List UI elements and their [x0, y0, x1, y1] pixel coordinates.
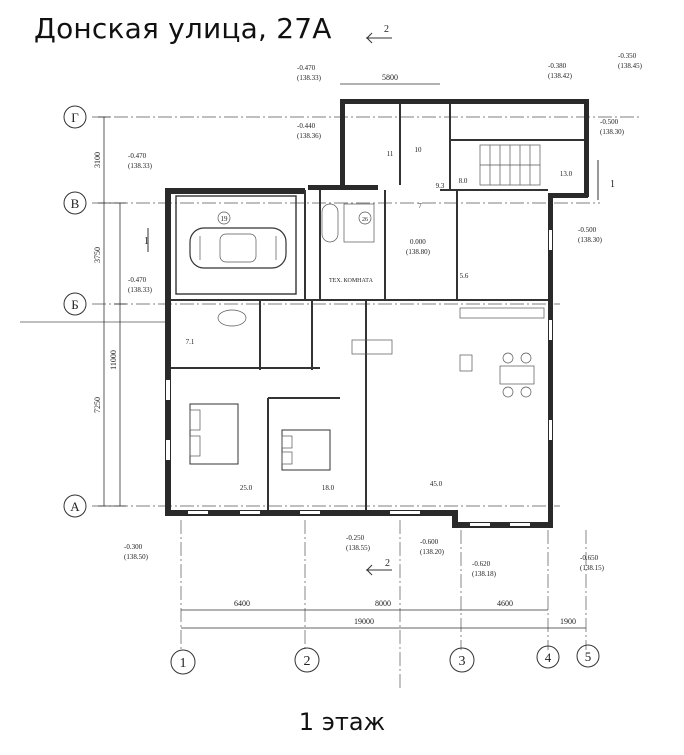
- axis-label-1: 1: [180, 656, 187, 671]
- room-11: 11: [387, 150, 394, 158]
- bottom-dimensions: [181, 609, 586, 629]
- room-garage: 19: [221, 215, 229, 223]
- column-axis-markers: 1 2 3 4 5: [170, 644, 600, 675]
- svg-text:-0.620: -0.620: [472, 560, 491, 568]
- axis-label-2: 2: [304, 654, 311, 669]
- svg-text:(138.55): (138.55): [346, 544, 371, 552]
- dim-left-7250: 7250: [93, 397, 102, 413]
- axis-label-g: Г: [71, 110, 79, 125]
- axis-label-4: 4: [545, 650, 552, 665]
- room-10: 10: [415, 146, 423, 154]
- dim-top-5800: 5800: [382, 73, 398, 82]
- svg-text:-0.650: -0.650: [580, 554, 599, 562]
- windows: [166, 230, 552, 526]
- dim-left-3750: 3750: [93, 247, 102, 263]
- svg-text:-0.500: -0.500: [600, 118, 619, 126]
- svg-text:(138.36): (138.36): [297, 132, 322, 140]
- section-mark-right: 1: [610, 179, 615, 190]
- svg-text:-0.500: -0.500: [578, 226, 597, 234]
- svg-text:-0.470: -0.470: [128, 276, 147, 284]
- section-mark-left: 1: [144, 236, 149, 247]
- axis-label-3: 3: [459, 654, 466, 669]
- car-icon: [189, 227, 287, 269]
- room-8-0: 8.0: [459, 177, 468, 185]
- room-26: 26: [362, 217, 368, 223]
- svg-text:-0.600: -0.600: [420, 538, 439, 546]
- room-labels: 19 10 11 9.3 8.0 13.0 7 5.6 7.1 ТЕХ. КОМ…: [186, 146, 573, 492]
- svg-text:-0.440: -0.440: [297, 122, 316, 130]
- svg-text:(138.80): (138.80): [406, 248, 431, 256]
- room-living: 45.0: [430, 480, 443, 488]
- axis-label-b: Б: [71, 297, 78, 312]
- axis-label-5: 5: [585, 649, 592, 664]
- bathroom-fixtures: [217, 203, 393, 355]
- interior-walls: [171, 104, 584, 510]
- svg-text:(138.33): (138.33): [128, 162, 153, 170]
- staircase: [479, 144, 541, 186]
- row-axis-markers: Г В Б А: [63, 105, 87, 518]
- dim-bottom-8000: 8000: [375, 599, 391, 608]
- elevation-labels: -0.470 (138.33) -0.440 (138.36) -0.380 (…: [124, 52, 643, 578]
- axis-label-a: А: [70, 499, 80, 514]
- svg-text:0.000: 0.000: [410, 238, 426, 246]
- dim-bottom-1900: 1900: [560, 617, 576, 626]
- floor-label: 1 этаж: [298, 708, 386, 736]
- left-dimensions: [98, 116, 126, 507]
- room-7-1: 7.1: [186, 338, 195, 346]
- room-bed1: 25.0: [240, 484, 253, 492]
- svg-text:(138.50): (138.50): [124, 553, 149, 561]
- svg-text:(138.30): (138.30): [600, 128, 625, 136]
- svg-text:-0.300: -0.300: [124, 543, 143, 551]
- room-13-0: 13.0: [560, 170, 573, 178]
- section-marks: [147, 32, 599, 576]
- room-tech: ТЕХ. КОМНАТА: [329, 278, 374, 284]
- dim-bottom-19000: 19000: [354, 617, 374, 626]
- page-title: Донская улица, 27А: [34, 12, 332, 45]
- svg-text:(138.33): (138.33): [128, 286, 153, 294]
- svg-text:(138.18): (138.18): [472, 570, 497, 578]
- dim-left-3100: 3100: [93, 152, 102, 168]
- bed-icon: [281, 429, 331, 471]
- room-5-6: 5.6: [460, 272, 469, 280]
- svg-text:-0.380: -0.380: [548, 62, 567, 70]
- dim-bottom-4600: 4600: [497, 599, 513, 608]
- axis-label-v: В: [71, 196, 80, 211]
- svg-text:(138.42): (138.42): [548, 72, 573, 80]
- svg-text:(138.33): (138.33): [297, 74, 322, 82]
- section-mark-top: 2: [384, 24, 389, 35]
- svg-text:(138.45): (138.45): [618, 62, 643, 70]
- svg-text:(138.15): (138.15): [580, 564, 605, 572]
- dim-bottom-6400: 6400: [234, 599, 250, 608]
- dim-left-11000: 11000: [109, 350, 118, 370]
- svg-text:-0.470: -0.470: [297, 64, 316, 72]
- svg-text:-0.350: -0.350: [618, 52, 637, 60]
- svg-text:(138.30): (138.30): [578, 236, 603, 244]
- svg-text:(138.20): (138.20): [420, 548, 445, 556]
- section-mark-bottom: 2: [385, 558, 390, 569]
- room-7: 7: [418, 202, 422, 210]
- room-9-3: 9.3: [436, 182, 445, 190]
- svg-text:-0.250: -0.250: [346, 534, 365, 542]
- bed-icon: [189, 403, 239, 465]
- room-bed2: 18.0: [322, 484, 335, 492]
- svg-text:-0.470: -0.470: [128, 152, 147, 160]
- dining-set: [459, 307, 545, 398]
